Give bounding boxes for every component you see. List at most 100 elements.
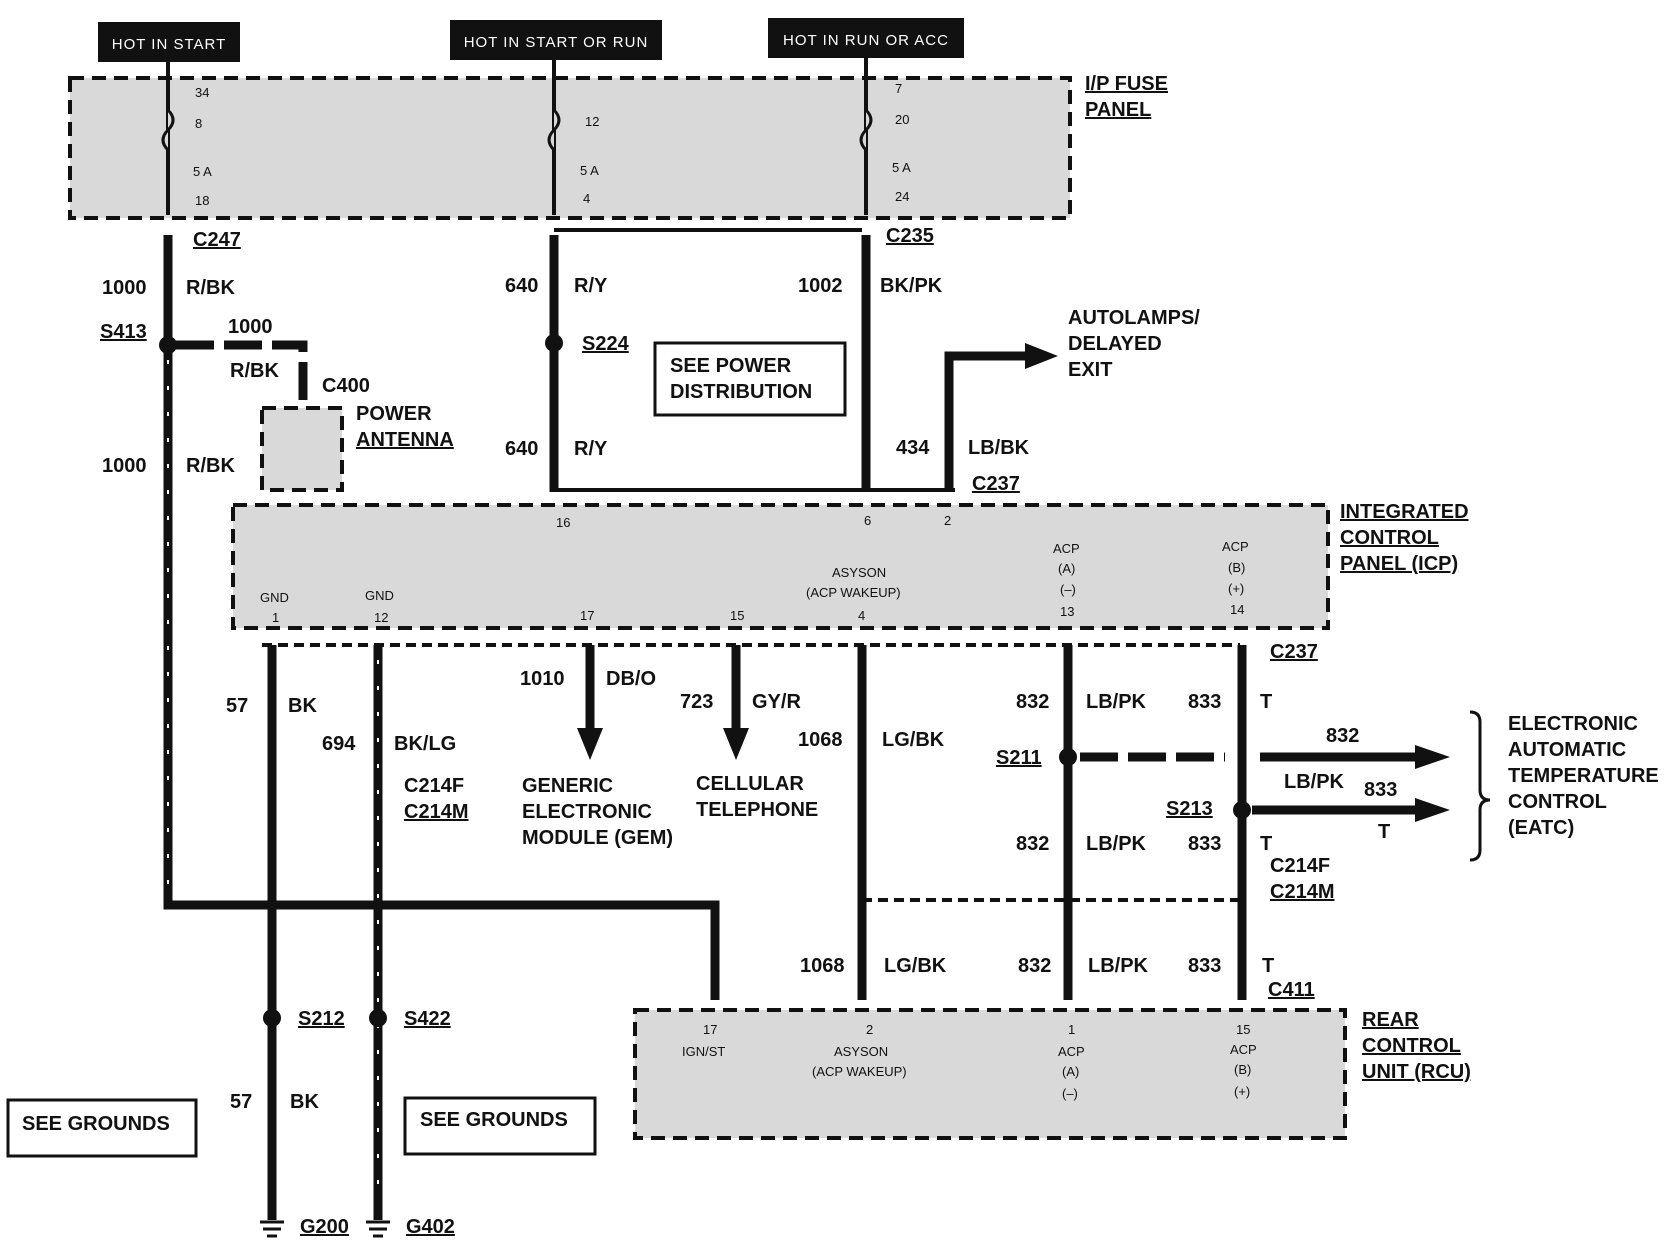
connector-c237-top: C237 bbox=[972, 473, 1020, 495]
svg-text:18: 18 bbox=[195, 193, 209, 208]
svg-text:G402: G402 bbox=[406, 1216, 455, 1238]
fuse-panel-title: I/P FUSE bbox=[1085, 73, 1168, 95]
see-grounds-box-1 bbox=[6, 1098, 198, 1158]
wire-color: LG/BK bbox=[884, 955, 947, 977]
splice-s212-label: S212 bbox=[298, 1008, 345, 1030]
svg-text:7: 7 bbox=[895, 81, 902, 96]
wire-color: R/Y bbox=[574, 275, 608, 297]
splice-s422 bbox=[369, 1009, 387, 1027]
wire-number: 57 bbox=[226, 695, 248, 717]
svg-text:4: 4 bbox=[583, 191, 590, 206]
icp-pin: 13 bbox=[1060, 604, 1074, 619]
hot-in-run-or-acc-label: HOT IN RUN OR ACC bbox=[768, 18, 964, 58]
wire-number: 1002 bbox=[798, 275, 843, 297]
wire-number: 694 bbox=[322, 733, 356, 755]
wire-color: T bbox=[1378, 821, 1390, 843]
wire-number: 434 bbox=[896, 437, 930, 459]
icp-pin: 6 bbox=[864, 513, 871, 528]
wire-color: LB/PK bbox=[1086, 691, 1147, 713]
wire-color: T bbox=[1260, 833, 1272, 855]
wire-color: T bbox=[1260, 691, 1272, 713]
wire-number: 832 bbox=[1018, 955, 1051, 977]
icp-pin-label: (+) bbox=[1228, 581, 1244, 596]
wire-434 bbox=[944, 351, 1030, 490]
hot-in-start-or-run-label: HOT IN START OR RUN bbox=[450, 20, 662, 60]
svg-text:24: 24 bbox=[895, 189, 909, 204]
arrow-icon bbox=[577, 728, 603, 760]
rcu-pin-label: (B) bbox=[1234, 1062, 1251, 1077]
svg-text:5 A: 5 A bbox=[580, 163, 599, 178]
rcu-pin-label: (+) bbox=[1234, 1084, 1250, 1099]
wire-number: 723 bbox=[680, 691, 713, 713]
see-grounds-label: SEE GROUNDS bbox=[22, 1113, 170, 1135]
connector-c411: C411 bbox=[1268, 979, 1315, 1001]
rcu-pin: 17 bbox=[703, 1022, 717, 1037]
icp-pin: 17 bbox=[580, 608, 594, 623]
wire-color: R/Y bbox=[574, 438, 608, 460]
icp-pin: 12 bbox=[374, 610, 388, 625]
connector-c237-mid: C237 bbox=[1270, 641, 1318, 663]
wire-number: 1000 bbox=[102, 277, 147, 299]
fuse-1: 34 8 5 A 18 bbox=[161, 62, 212, 215]
eatc-label-5: (EATC) bbox=[1508, 817, 1574, 839]
wire-number: 832 bbox=[1326, 725, 1359, 747]
icp-pin: 4 bbox=[858, 608, 865, 623]
wire-number: 1068 bbox=[800, 955, 845, 977]
wire-number: 1000 bbox=[102, 455, 147, 477]
splice-s224-label: S224 bbox=[582, 333, 630, 355]
connector-c247: C247 bbox=[193, 229, 241, 251]
icp-pin: 14 bbox=[1230, 602, 1244, 617]
ground-g200: G200 bbox=[260, 1216, 349, 1238]
svg-text:8: 8 bbox=[195, 116, 202, 131]
rcu-pin-label: (A) bbox=[1062, 1064, 1079, 1079]
power-antenna-label-2: ANTENNA bbox=[356, 429, 454, 451]
svg-text:HOT IN RUN OR ACC: HOT IN RUN OR ACC bbox=[783, 32, 949, 49]
bracket-icon bbox=[1469, 710, 1491, 862]
wire-color: R/BK bbox=[186, 455, 235, 477]
fuse-3: 7 20 5 A 24 bbox=[859, 58, 911, 215]
wire-number: 640 bbox=[505, 438, 538, 460]
icp-pin-label: GND bbox=[260, 590, 289, 605]
icp-title-3: PANEL (ICP) bbox=[1340, 553, 1458, 575]
wire-number: 833 bbox=[1364, 779, 1397, 801]
splice-s413 bbox=[159, 336, 177, 354]
svg-text:G200: G200 bbox=[300, 1216, 349, 1238]
connector-c214f-left: C214F bbox=[404, 775, 464, 797]
cellular-label-2: TELEPHONE bbox=[696, 799, 818, 821]
rcu-pin: 1 bbox=[1068, 1022, 1075, 1037]
connector-c214m-right: C214M bbox=[1270, 881, 1334, 903]
connector-c214m-left: C214M bbox=[404, 801, 468, 823]
icp-pin: 1 bbox=[272, 610, 279, 625]
svg-text:12: 12 bbox=[585, 114, 599, 129]
wire-color: BK/PK bbox=[880, 275, 943, 297]
icp-title-2: CONTROL bbox=[1340, 527, 1439, 549]
arrow-icon bbox=[1415, 798, 1450, 822]
wire-color: LB/PK bbox=[1284, 771, 1345, 793]
wire-number: 1010 bbox=[520, 668, 565, 690]
see-power-distribution bbox=[653, 341, 847, 417]
icp-pin-label: GND bbox=[365, 588, 394, 603]
connector-c214f-right: C214F bbox=[1270, 855, 1330, 877]
gem-label-3: MODULE (GEM) bbox=[522, 827, 673, 849]
wire-color: GY/R bbox=[752, 691, 801, 713]
rcu-title-2: CONTROL bbox=[1362, 1035, 1461, 1057]
icp-pin-label: (ACP WAKEUP) bbox=[806, 585, 901, 600]
wire-number: 1068 bbox=[798, 729, 843, 751]
wire-number: 833 bbox=[1188, 955, 1221, 977]
splice-s211-label: S211 bbox=[996, 747, 1042, 769]
wire-number: 1000 bbox=[228, 316, 273, 338]
autolamps-label-3: EXIT bbox=[1068, 359, 1112, 381]
rcu-pin-label: ACP bbox=[1230, 1042, 1257, 1057]
connector-c235: C235 bbox=[886, 225, 934, 247]
power-antenna bbox=[260, 406, 344, 492]
svg-text:20: 20 bbox=[895, 112, 909, 127]
splice-s413-label: S413 bbox=[100, 321, 147, 343]
see-grounds-label: SEE GROUNDS bbox=[420, 1109, 568, 1131]
wire-number: 640 bbox=[505, 275, 538, 297]
autolamps-label-2: DELAYED bbox=[1068, 333, 1162, 355]
wire-color: R/BK bbox=[230, 360, 279, 382]
wire-number: 57 bbox=[230, 1091, 252, 1113]
splice-s422-label: S422 bbox=[404, 1008, 451, 1030]
rcu-title-3: UNIT (RCU) bbox=[1362, 1061, 1471, 1083]
icp-pin: 16 bbox=[556, 515, 570, 530]
